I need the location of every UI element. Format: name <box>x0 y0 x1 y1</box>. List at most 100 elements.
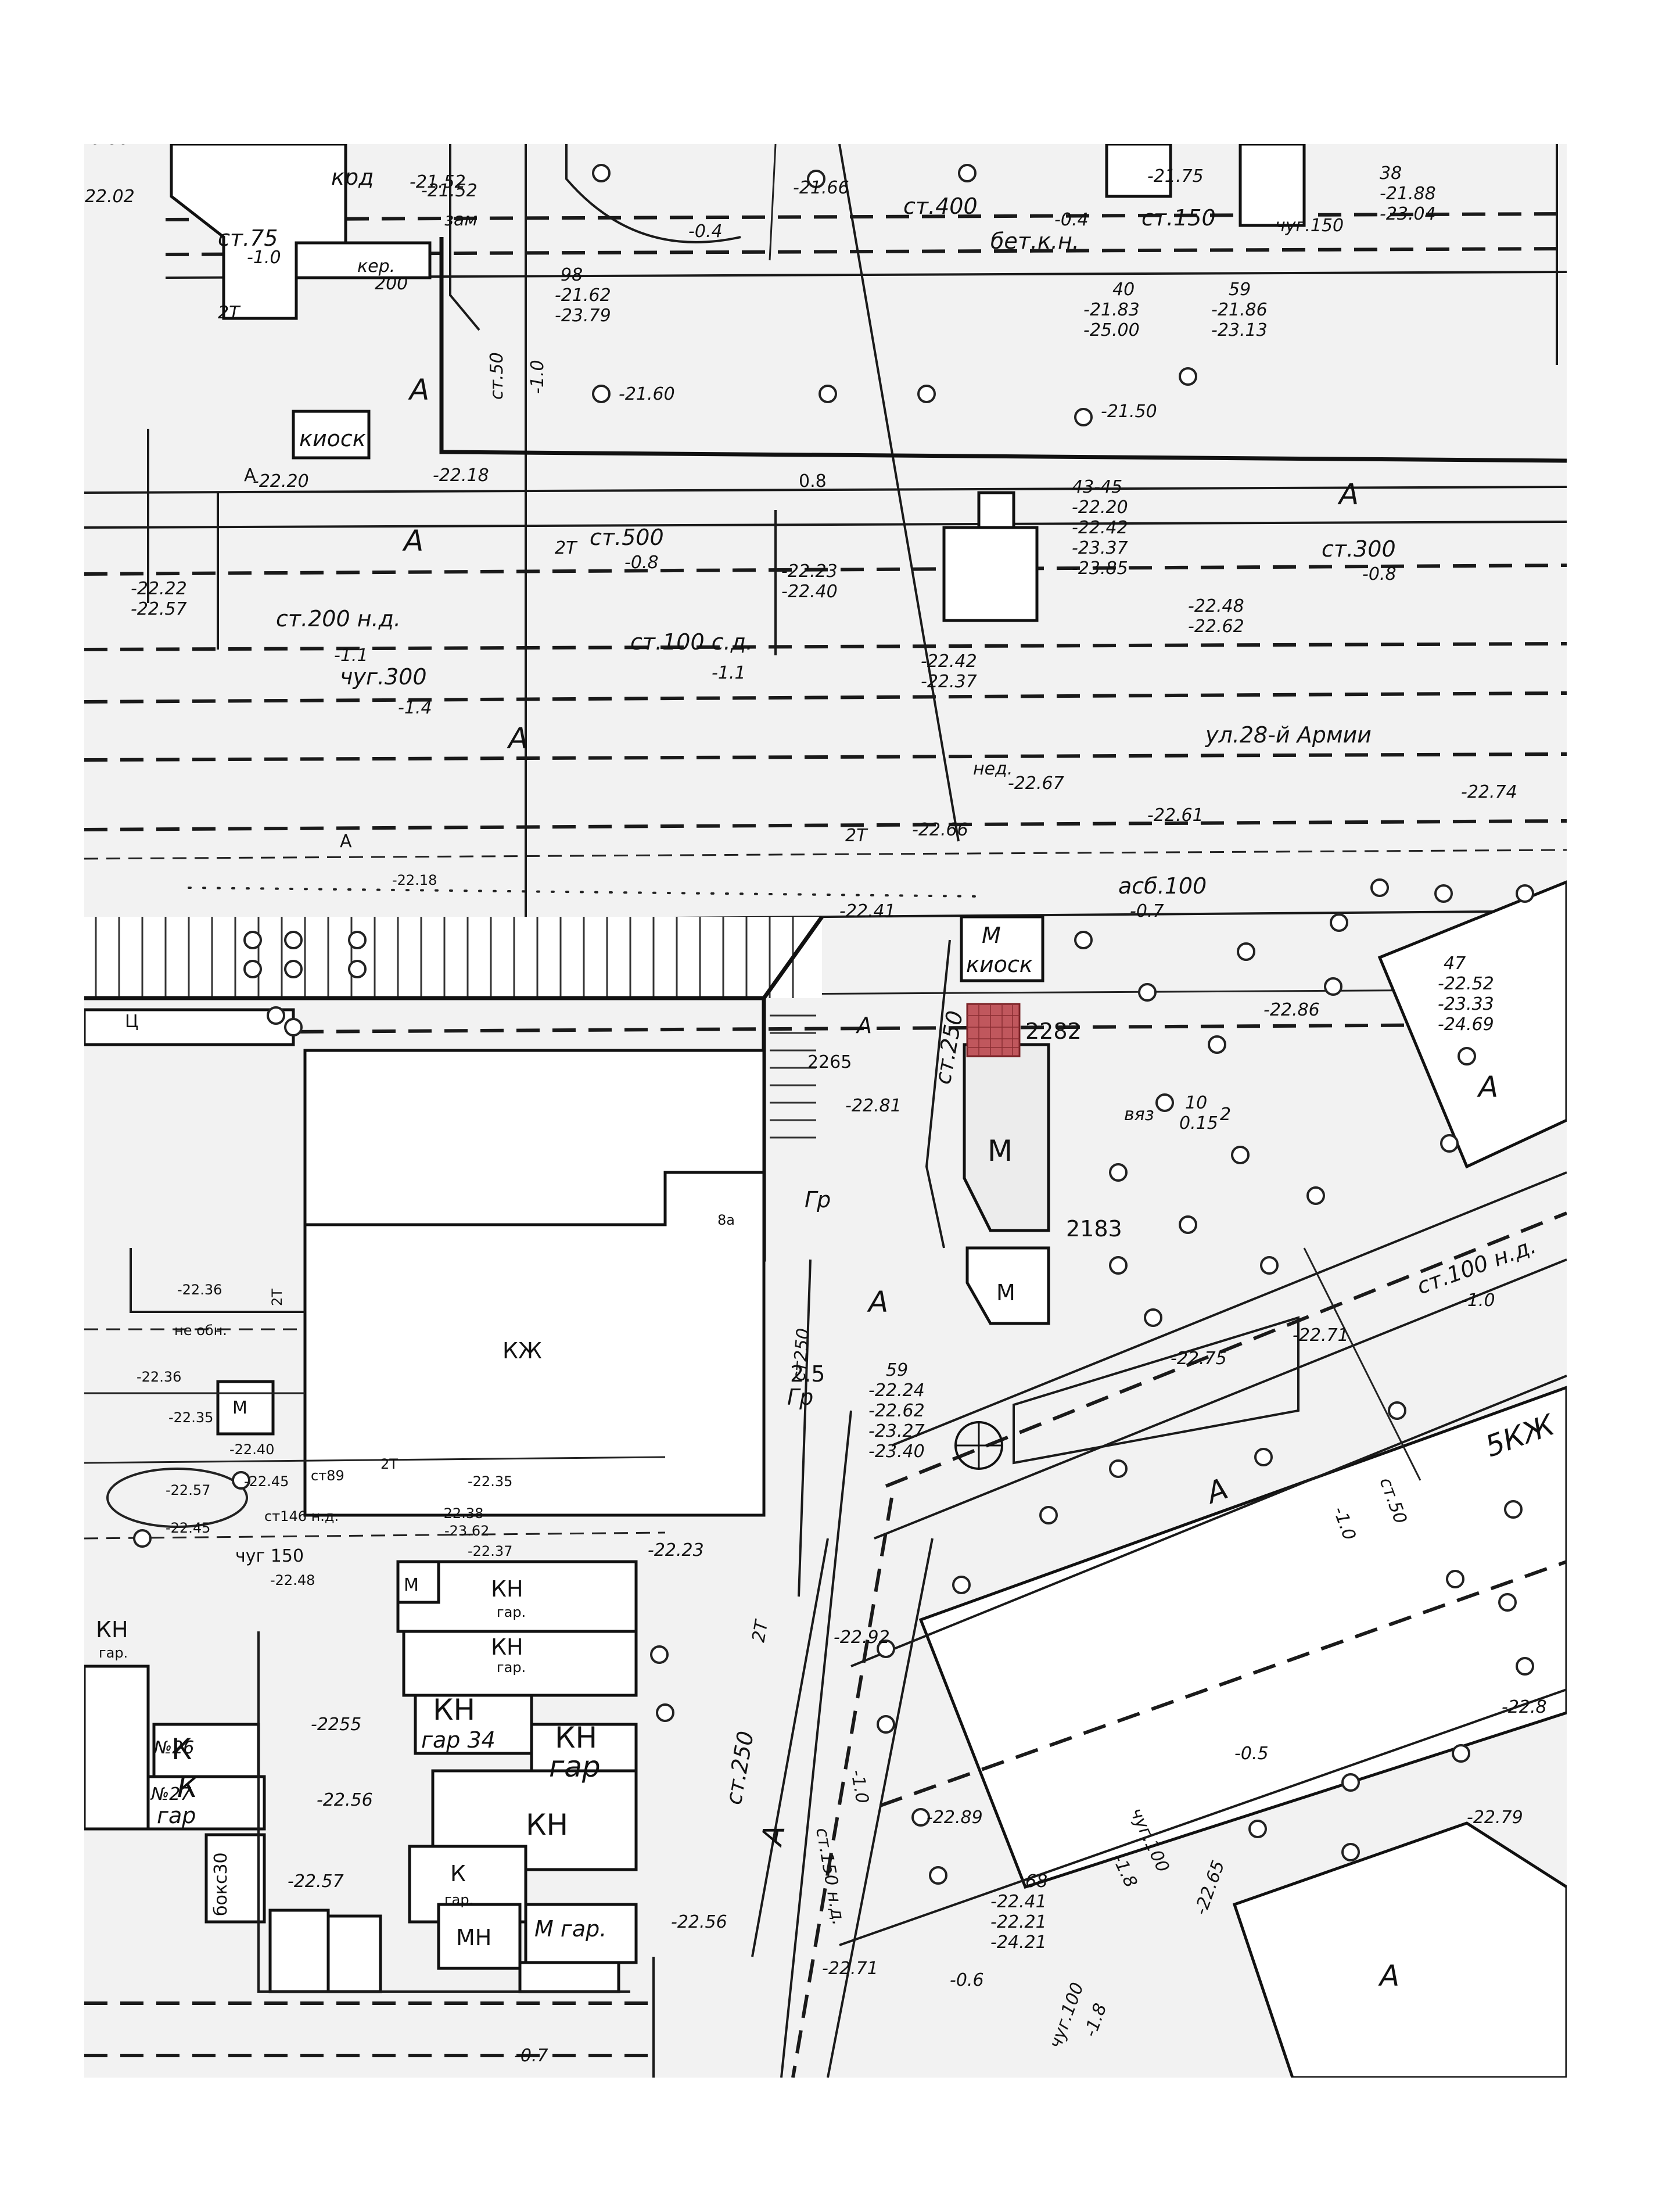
elevation-label: -22.48 <box>1188 596 1244 616</box>
area-label: А <box>507 722 528 755</box>
area-label: А <box>855 1013 872 1038</box>
marker-value: 2282 <box>1025 1018 1082 1044</box>
building-label-m: М <box>232 1398 247 1418</box>
area-label: А <box>244 465 256 486</box>
elevation-label: -22.21 <box>990 1912 1047 1932</box>
elevation-label: -22.6 <box>84 144 130 149</box>
elevation-label: -22.56 <box>671 1912 727 1932</box>
pipe-depth: -1.0 <box>1461 1290 1495 1311</box>
garage-gar: гар. <box>444 1892 473 1908</box>
building-label-8a: 8а <box>717 1212 735 1228</box>
elevation-label: -21.52 <box>410 172 466 192</box>
building-label-kzh: КЖ <box>502 1338 542 1364</box>
elevation-label: 68 <box>1025 1871 1047 1892</box>
elevation-label: -22.56 <box>317 1790 373 1810</box>
elevation-label: -22.35 <box>168 1409 213 1426</box>
elevation-label: -22.86 <box>1263 1000 1320 1020</box>
site-marker <box>966 1003 1021 1057</box>
garage-boks: бокс30 <box>211 1852 231 1916</box>
gr-label: Гр <box>805 1187 831 1213</box>
garage-gar: гар <box>157 1803 196 1828</box>
pipe-depth: -0.8 <box>1362 564 1397 584</box>
garage-k: К <box>177 1770 199 1804</box>
elevation-label: 43-45 <box>1072 477 1122 497</box>
garage-gar34: гар 34 <box>421 1727 496 1753</box>
elevation-label: 59 <box>886 1360 908 1380</box>
pipe-depth: -0.7 <box>1130 901 1164 921</box>
pipe-depth: -1.8 <box>1108 1852 1141 1891</box>
pipe-label: ст.100 с.д. <box>630 629 753 655</box>
elevation-label: -22.37 <box>921 672 977 692</box>
value-label: 2265 <box>807 1052 852 1072</box>
garage-k: К <box>450 1861 466 1886</box>
garage-gar: гар. <box>497 1604 526 1620</box>
pipe-label: зам <box>444 210 478 230</box>
pipe-depth: -1.0 <box>527 360 548 394</box>
elevation-label: -22.8 <box>1502 1697 1547 1717</box>
building-label-m: М <box>988 1134 1013 1168</box>
elevation-label: -23.04 <box>1380 204 1436 224</box>
pipe-depth: -0.6 <box>950 1970 984 1990</box>
elevation-label: -22.37 <box>468 1543 512 1559</box>
elevation-label: 40 <box>1112 279 1135 300</box>
elevation-label: -22.62 <box>1188 616 1244 637</box>
elevation-label: -22.41 <box>839 901 896 921</box>
kiosk-m-label: М <box>982 923 1001 948</box>
pipe-depth: -1.0 <box>846 1768 873 1805</box>
elevation-label: -24.21 <box>990 1932 1047 1953</box>
building-label-m: М <box>996 1280 1015 1305</box>
pipe-depth: -1.4 <box>398 698 432 718</box>
pipe-label: ст.150 <box>1141 205 1216 231</box>
vertical-lines <box>147 144 1567 981</box>
topographic-survey-sheet: ст.75 -1.0 крд -21.52 зам кер. 200 ст.50… <box>84 144 1567 2078</box>
area-label: А <box>1477 1070 1498 1104</box>
pipe-label: чуг 150 <box>235 1546 304 1566</box>
pipe-depth: -1.8 <box>1080 2001 1111 2040</box>
elevation-label: -22.42 <box>1072 518 1128 538</box>
garage-gar: гар. <box>99 1645 128 1661</box>
tree-frac-bottom: 0.15 <box>1179 1113 1218 1133</box>
elevation-label: -22.52 <box>1438 974 1494 994</box>
garage-kh: КН <box>491 1576 523 1602</box>
pipe-depth: -1.0 <box>247 247 281 268</box>
elevation-label: -22.57 <box>288 1871 344 1892</box>
garage-kh34: КН <box>433 1693 475 1727</box>
elevation-label: -23.79 <box>555 306 611 326</box>
garage-mn: МН <box>456 1925 491 1950</box>
elevation-label: -22.38 <box>439 1505 483 1522</box>
pipe-label: ст.500 <box>590 525 664 550</box>
kiosk-label: киоск <box>299 426 366 451</box>
gr-label: Гр <box>787 1384 813 1410</box>
ne-obn-label: не обн. <box>174 1322 227 1339</box>
elevation-label: -22.67 <box>1008 773 1064 794</box>
pipe-depth: -0.7 <box>514 2046 548 2066</box>
elevation-label: -21.66 <box>793 178 849 198</box>
value-label: 2183 <box>1066 1216 1122 1242</box>
pipe-label: бет.к.н. <box>990 228 1079 254</box>
elevation-label: -23.37 <box>1072 538 1128 558</box>
elevation-label: -21.83 <box>1083 300 1140 320</box>
elevation-label: -22.42 <box>921 651 977 672</box>
elevation-label: -22.18 <box>392 872 437 888</box>
pipe-label: 200 <box>375 274 408 294</box>
pipe-depth: -0.8 <box>624 553 659 573</box>
garage-kh: КН <box>526 1808 568 1842</box>
kiosk-label: киоск <box>966 952 1033 977</box>
pipe-label: ст.200 н.д. <box>276 606 401 632</box>
elevation-label: -22.20 <box>253 471 309 492</box>
garage-k: К <box>171 1732 192 1766</box>
elevation-label: -22.74 <box>1461 782 1517 802</box>
area-label: А <box>1200 1472 1232 1511</box>
garage-kh: КН <box>96 1617 128 1642</box>
pipe-label: 2Т <box>845 826 868 846</box>
pipe-label: 2Т <box>555 538 578 558</box>
elevation-label: -22.61 <box>1147 805 1204 826</box>
garage-gar: гар <box>549 1750 601 1784</box>
elevation-label: -22.23 <box>781 561 838 582</box>
elevation-label: -21.88 <box>1380 184 1436 204</box>
pipe-label: ст.400 <box>903 193 978 219</box>
elevation-label: -22.79 <box>1467 1807 1523 1828</box>
elevation-label: -23.13 <box>1211 320 1268 340</box>
elevation-label: -22.2 <box>84 144 130 149</box>
pipe-depth: -0.8 <box>84 144 119 149</box>
